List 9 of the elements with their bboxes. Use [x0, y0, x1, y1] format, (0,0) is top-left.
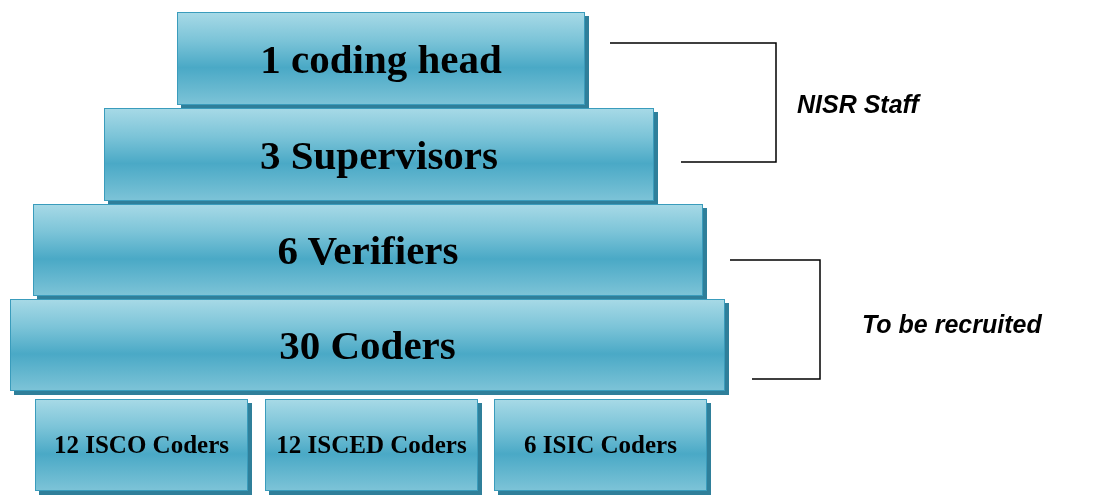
box-label: 3 Supervisors: [259, 130, 499, 179]
group-label: To be recruited: [862, 310, 1042, 339]
box-label: 30 Coders: [279, 321, 456, 369]
box-label: 6 ISIC Coders: [523, 429, 678, 460]
box-label: 6 Verifiers: [277, 226, 459, 274]
box-label: 1 coding head: [260, 34, 502, 83]
box-label: 12 ISCED Coders: [275, 429, 468, 460]
group-label: NISR Staff: [797, 90, 919, 119]
box-label: 12 ISCO Coders: [53, 429, 230, 460]
